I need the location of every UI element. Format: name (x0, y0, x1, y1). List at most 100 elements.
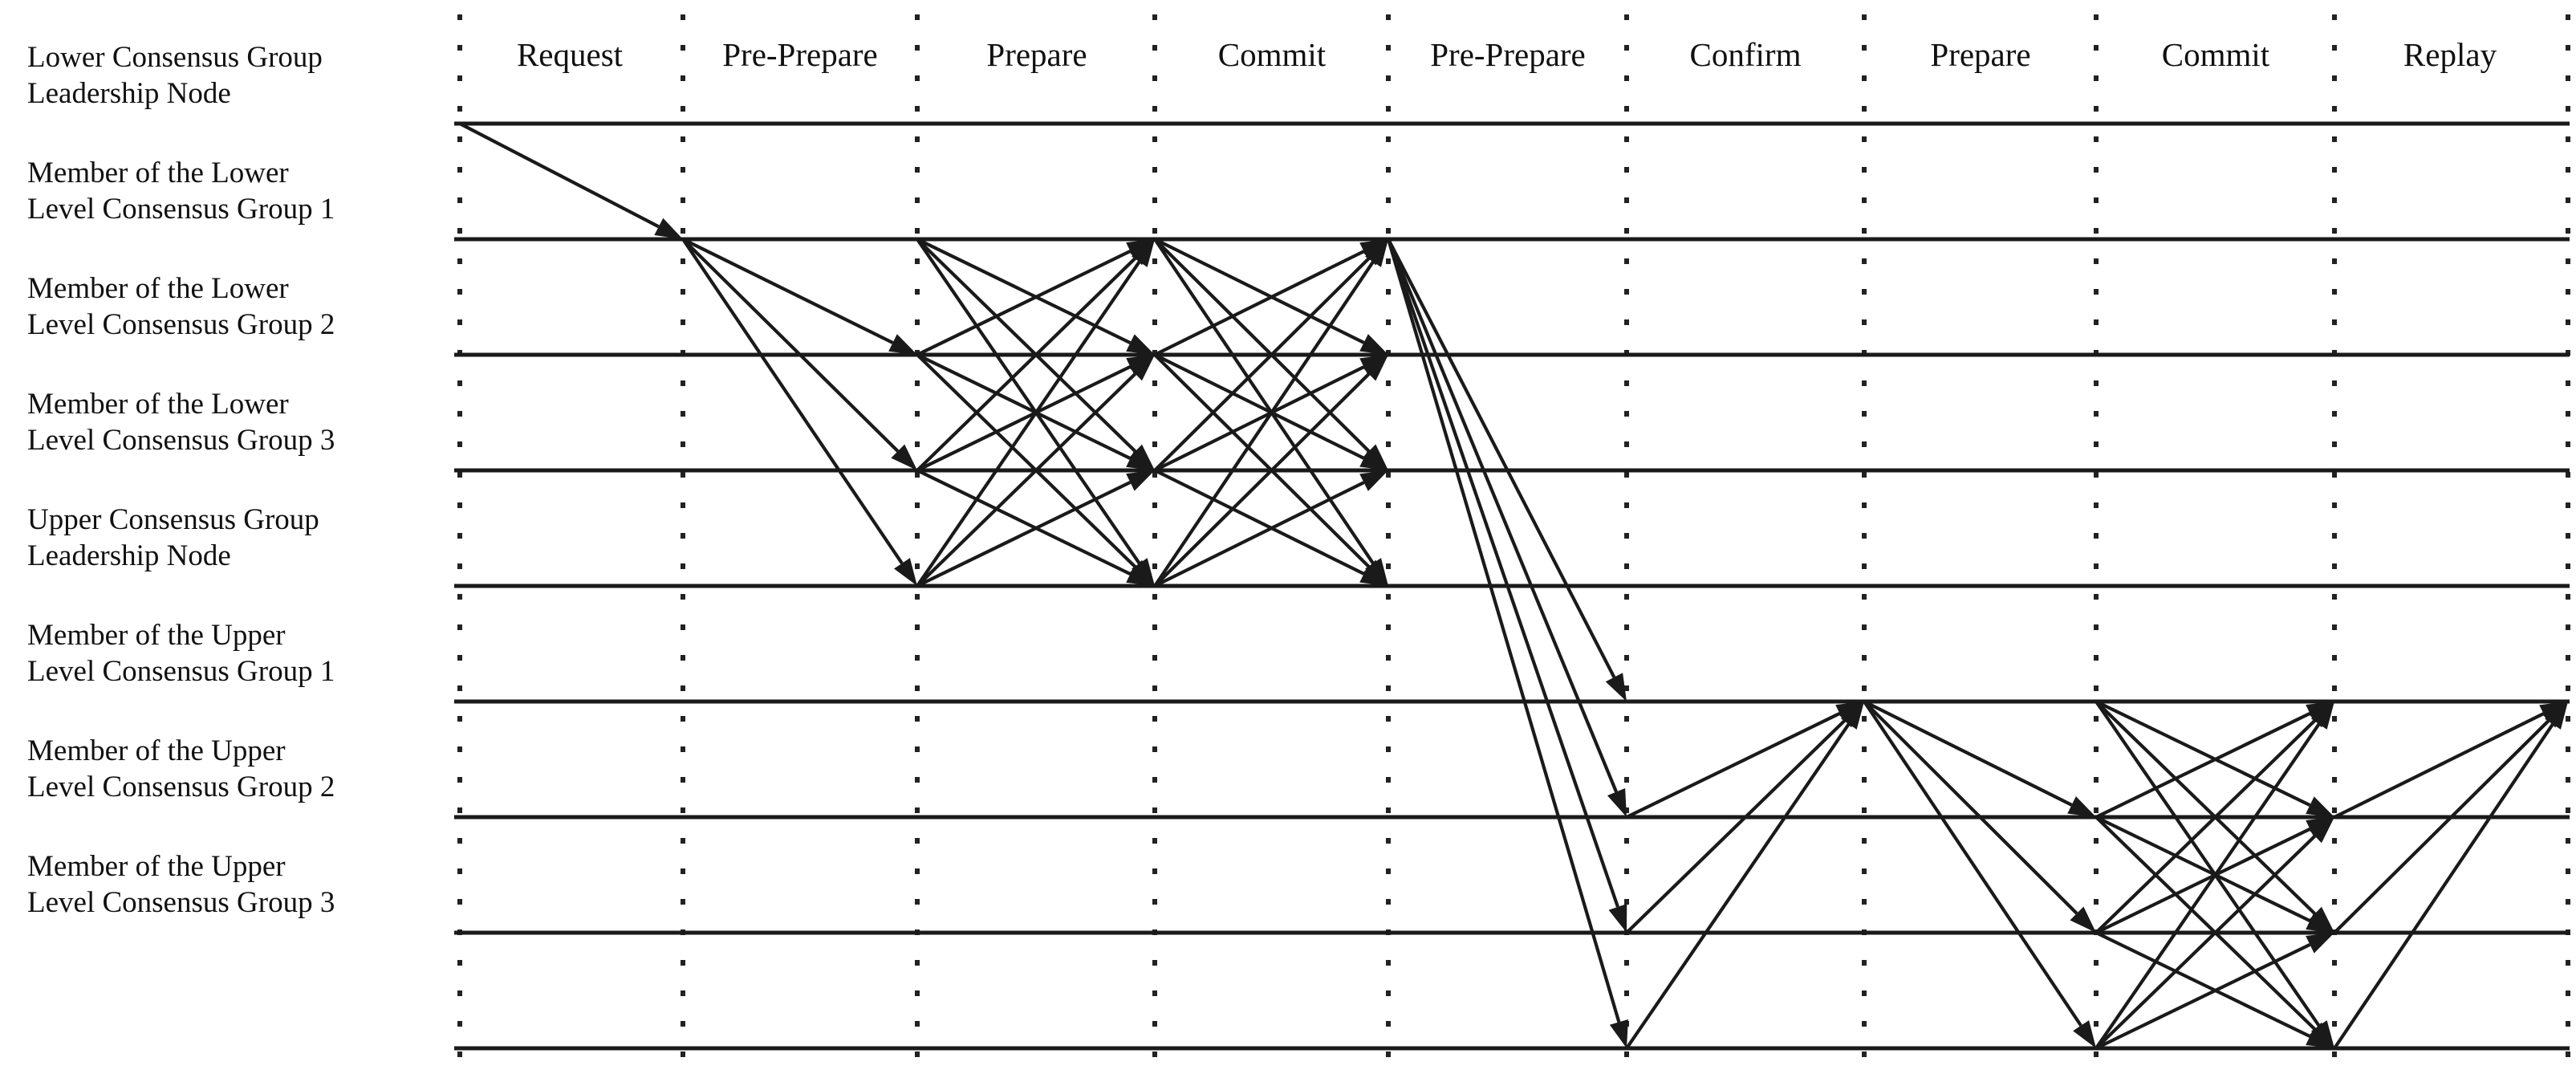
lane-label-line: Level Consensus Group 3 (27, 424, 335, 457)
lane-label-line: Level Consensus Group 3 (27, 886, 335, 919)
column-header-c3: Prepare (986, 36, 1087, 73)
message-arrow-prepare-2-36 (1863, 700, 2096, 933)
message-arrow-layer (459, 122, 2568, 1050)
message-arrow-pre-prepare-2-31 (1386, 238, 1628, 1048)
arrow-shaft (2095, 700, 2317, 915)
lane-label-line: Member of the Upper (27, 619, 286, 652)
message-arrow-replay-50 (2334, 702, 2568, 819)
arrow-shaft (916, 260, 1141, 588)
arrow-shaft (916, 257, 1137, 472)
arrow-shaft (1153, 372, 1371, 588)
arrow-head (1365, 239, 1388, 267)
message-arrow-pre-prepare-1 (682, 238, 917, 355)
arrow-head (1359, 334, 1388, 355)
arrow-shaft (916, 372, 1137, 588)
lane-label-line: Member of the Lower (27, 388, 289, 421)
message-arrow-commit-2-42 (2095, 816, 2334, 933)
arrow-shaft (1863, 700, 2082, 1027)
arrow-shaft (1154, 365, 1365, 472)
arrow-shaft (2334, 712, 2545, 819)
arrow-head (1362, 355, 1388, 381)
arrow-shaft (2095, 827, 2311, 934)
arrow-head (1359, 565, 1388, 586)
arrow-shaft (916, 353, 1137, 568)
arrow-shaft (2095, 722, 2321, 1050)
arrow-shaft (1154, 481, 1365, 588)
message-arrow-prepare-2-35 (1863, 700, 2096, 817)
arrow-head (1840, 702, 1864, 730)
arrow-shaft (2095, 816, 2317, 1031)
message-arrow-prepare-13 (916, 238, 1155, 355)
message-arrow-pre-prepare-2-29 (1387, 238, 1627, 817)
arrow-shaft (1625, 719, 1847, 934)
arrow-shaft (916, 480, 1132, 588)
arrow-shaft (1386, 238, 1621, 1023)
arrow-shaft (682, 238, 894, 344)
lane-label-line: Member of the Upper (27, 850, 286, 883)
arrow-shaft (2333, 719, 2550, 934)
arrow-shaft (1153, 353, 1371, 568)
column-header-c8: Commit (2161, 36, 2270, 73)
arrow-head (2070, 906, 2096, 933)
arrow-shaft (1863, 700, 2073, 807)
arrow-head (1359, 449, 1388, 470)
arrow-shaft (916, 238, 1141, 565)
arrow-head (1605, 673, 1627, 702)
message-arrow-commit-2-48 (2095, 817, 2334, 1050)
arrow-shaft (1153, 257, 1371, 472)
arrow-head (2073, 1020, 2096, 1048)
lane-line-layer (454, 121, 2570, 1051)
arrow-head (1131, 239, 1155, 267)
message-arrow-commit-2-49 (2095, 933, 2334, 1050)
arrow-shaft (1153, 238, 1371, 453)
message-arrow-replay-52 (2333, 702, 2568, 1050)
arrow-shaft (1626, 711, 1841, 819)
arrow-shaft (916, 249, 1132, 356)
arrow-head (2308, 817, 2334, 844)
arrow-head (1126, 565, 1155, 586)
arrow-shaft (2095, 816, 2311, 923)
arrow-shaft (1153, 238, 1375, 564)
arrow-shaft (916, 353, 1132, 461)
message-arrow-prepare-11 (916, 355, 1155, 588)
arrow-head (1126, 334, 1155, 355)
column-header-c2: Pre-Prepare (722, 36, 878, 73)
arrow-shaft (1154, 250, 1365, 356)
message-arrow-commit-2-46 (2095, 931, 2334, 1048)
arrow-shaft (916, 238, 1132, 345)
column-header-c5: Pre-Prepare (1430, 36, 1586, 73)
arrow-shaft (1154, 469, 1365, 576)
lane-label-line: Member of the Upper (27, 734, 286, 767)
arrow-shaft (681, 238, 900, 453)
message-arrow-commit-20 (1154, 353, 1388, 470)
arrow-head (1126, 470, 1155, 491)
message-arrow-commit-24 (1154, 469, 1388, 586)
arrow-shaft (1154, 238, 1365, 344)
arrow-head (1608, 903, 1627, 933)
arrow-shaft (681, 238, 904, 565)
arrow-shaft (916, 364, 1132, 472)
arrow-shaft (1387, 238, 1616, 678)
arrow-shaft (2095, 700, 2311, 807)
lane-label-line: Member of the Lower (27, 157, 289, 189)
message-arrow-commit-27 (1154, 470, 1388, 588)
message-arrow-prepare-10 (916, 239, 1155, 588)
arrow-head (1607, 787, 1627, 817)
arrow-shaft (1154, 353, 1365, 460)
arrow-head (1128, 355, 1155, 381)
message-arrow-pre-prepare-2-30 (1387, 238, 1627, 933)
lane-label-line: Level Consensus Group 1 (27, 193, 335, 226)
arrow-shaft (1387, 238, 1618, 793)
message-arrow-prepare-2-37 (1863, 700, 2096, 1048)
arrow-shaft (2333, 723, 2554, 1050)
message-arrow-request-0 (459, 122, 683, 239)
